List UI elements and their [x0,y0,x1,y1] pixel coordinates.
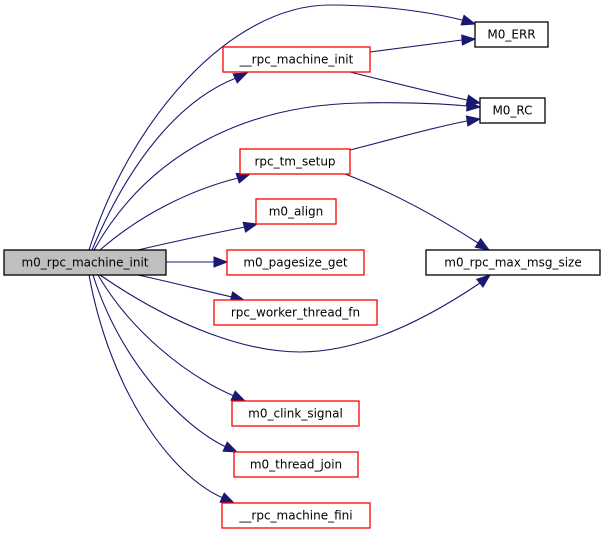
edge-m0_rpc_machine_init-to-m0_align [137,221,259,251]
node-M0_RC[interactable]: M0_RC [479,97,546,124]
arrowhead-icon [460,14,477,26]
node-m0_clink_signal[interactable]: m0_clink_signal [231,400,360,427]
arrowhead-icon [465,115,482,127]
nodes-layer: m0_rpc_machine_init __rpc_machine_initrpc… [3,21,601,529]
node-label: rpc_worker_thread_fn [231,306,360,320]
node-label: M0_RC [492,104,532,118]
node-box [222,46,371,73]
edge-line [88,4,463,251]
edges-layer [88,4,492,504]
arrowhead-icon [461,34,477,46]
arrowhead-icon [219,492,236,504]
edge-line [91,77,237,251]
edge-rpc_tm_setup-to-m0_rpc_max_msg_size [344,173,491,251]
node-box [221,502,371,529]
node-__rpc_machine_fini[interactable]: __rpc_machine_fini [221,502,371,529]
node-label: __rpc_machine_init [239,53,354,67]
edge-m0_rpc_machine_init-to-__rpc_machine_fini [88,274,236,504]
edge-line [93,102,468,251]
arrowhead-icon [465,94,482,106]
arrowhead-icon [474,237,491,251]
arrowhead-icon [232,72,249,84]
node-label: m0_rpc_machine_init [21,256,148,270]
edge-m0_rpc_machine_init-to-m0_rpc_max_msg_size [99,274,492,353]
node-box [233,451,359,478]
edge-m0_rpc_machine_init-to-M0_RC [93,100,482,251]
node-box [226,249,365,276]
node-box [425,249,601,276]
arrowhead-icon [213,256,229,268]
node-__rpc_machine_init[interactable]: __rpc_machine_init [222,46,371,73]
edge-__rpc_machine_init-to-M0_RC [349,71,482,106]
node-label: rpc_tm_setup [254,155,335,169]
edge-m0_rpc_machine_init-to-m0_pagesize_get [166,256,229,268]
node-box [474,21,549,48]
node-m0_pagesize_get[interactable]: m0_pagesize_get [226,249,365,276]
node-m0_rpc_max_msg_size[interactable]: m0_rpc_max_msg_size [425,249,601,276]
node-box [239,148,351,175]
node-label: __rpc_machine_fini [238,509,352,523]
edge-m0_rpc_machine_init-to-rpc_worker_thread_fn [137,274,246,303]
edge-m0_rpc_machine_init-to-M0_ERR [88,4,477,251]
edge-line [349,120,468,151]
arrowhead-icon [475,274,492,288]
edge-line [349,71,468,101]
node-box [231,400,360,427]
node-m0_thread_join[interactable]: m0_thread_join [233,451,359,478]
edge-line [88,274,224,499]
node-label: m0_align [269,205,324,219]
edge-__rpc_machine_init-to-M0_ERR [369,34,477,53]
arrowhead-icon [235,172,252,184]
node-label: m0_clink_signal [248,407,343,421]
edge-rpc_tm_setup-to-M0_RC [349,115,482,151]
node-label: m0_pagesize_get [243,256,348,270]
edge-m0_rpc_machine_init-to-rpc_tm_setup [99,172,252,251]
node-m0_rpc_machine_init: m0_rpc_machine_init [3,249,167,276]
node-label: m0_thread_join [250,458,342,472]
edge-line [344,173,479,244]
node-box [479,97,546,124]
edge-line [137,226,246,251]
arrowhead-icon [242,221,259,233]
edge-m0_rpc_machine_init-to-m0_thread_join [92,274,239,453]
node-rpc_tm_setup[interactable]: rpc_tm_setup [239,148,351,175]
node-M0_ERR[interactable]: M0_ERR [474,21,549,48]
arrowhead-icon [230,390,247,402]
edge-line [369,39,463,53]
node-box [213,299,378,326]
edge-line [97,274,235,397]
edge-line [99,177,239,251]
node-box [3,249,167,276]
edge-line [137,274,233,298]
node-rpc_worker_thread_fn[interactable]: rpc_worker_thread_fn [213,299,378,326]
edge-line [92,274,227,448]
node-box [255,198,337,225]
arrowhead-icon [222,441,239,453]
edge-line [99,274,481,353]
node-label: M0_ERR [487,28,535,42]
node-m0_align[interactable]: m0_align [255,198,337,225]
edge-m0_rpc_machine_init-to-__rpc_machine_init [91,72,249,251]
node-label: m0_rpc_max_msg_size [444,256,581,270]
edge-m0_rpc_machine_init-to-m0_clink_signal [97,274,247,402]
